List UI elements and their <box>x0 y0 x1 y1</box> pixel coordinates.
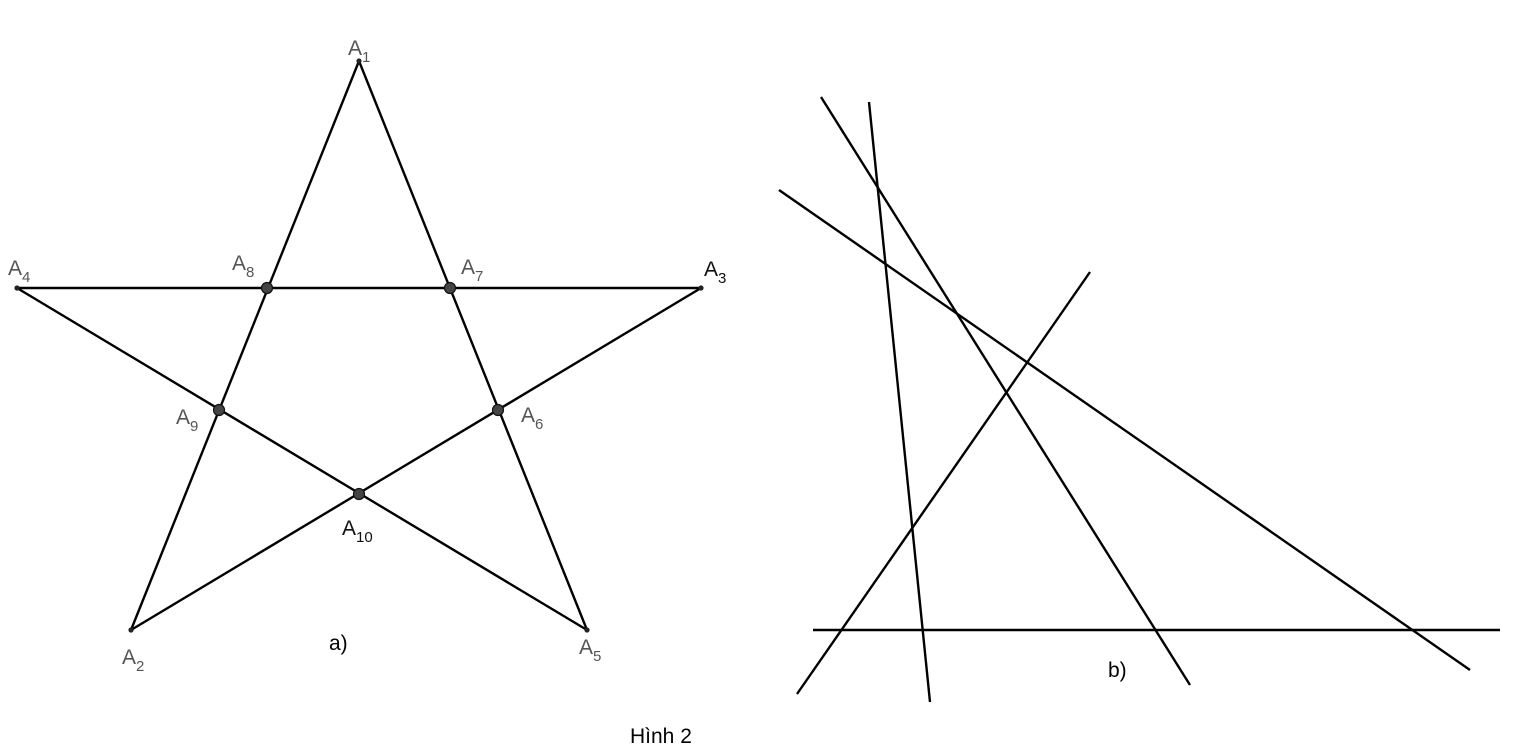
label-a5: A5 <box>579 636 601 665</box>
line-b-3 <box>778 189 1471 671</box>
point-a2 <box>128 627 134 633</box>
segment-a4-a5 <box>16 286 588 632</box>
line-b-1 <box>819 96 1192 686</box>
label-a10: A10 <box>342 517 373 546</box>
point-a8 <box>260 281 274 295</box>
segment-a2-a3 <box>130 286 702 632</box>
figure-a-pentagram: A1 A2 A3 A4 A5 A6 A7 A8 A9 A10 a) <box>8 37 726 675</box>
caption-a: a) <box>329 632 348 655</box>
line-b-2 <box>867 101 932 703</box>
point-a3 <box>698 285 704 291</box>
figure-b-lines: b) <box>778 96 1500 703</box>
point-a5 <box>584 627 590 633</box>
label-a7: A7 <box>461 256 483 285</box>
point-a6 <box>491 403 505 417</box>
point-a1 <box>356 58 362 64</box>
label-a4: A4 <box>8 257 30 286</box>
caption-b: b) <box>1108 659 1127 682</box>
label-a8: A8 <box>232 252 254 281</box>
label-a3: A3 <box>704 258 726 287</box>
label-a1: A1 <box>348 37 370 66</box>
point-a9 <box>212 403 226 417</box>
line-b-4 <box>796 271 1091 695</box>
label-a9: A9 <box>176 406 198 435</box>
point-a4 <box>14 285 20 291</box>
segment-a1-a2 <box>129 60 361 631</box>
segment-a1-a5 <box>357 60 589 631</box>
label-a2: A2 <box>122 646 144 675</box>
figure-caption: Hình 2 <box>630 725 692 748</box>
label-a6: A6 <box>521 404 543 433</box>
point-a7 <box>443 281 457 295</box>
point-a10 <box>352 487 366 501</box>
